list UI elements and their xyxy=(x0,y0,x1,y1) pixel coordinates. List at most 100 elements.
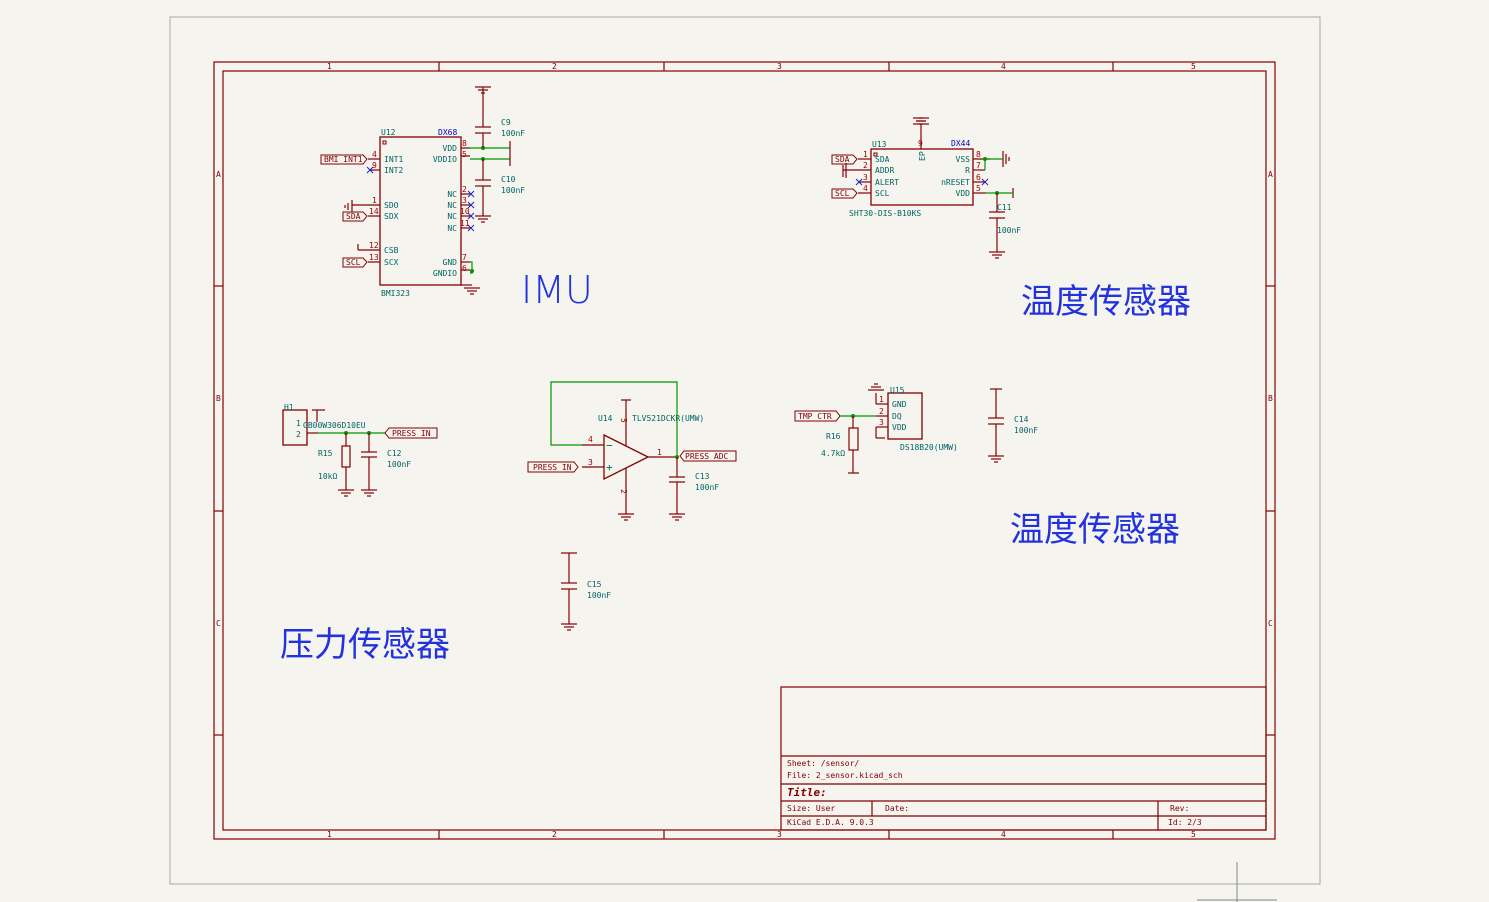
global-label-press-in[interactable]: PRESS_IN xyxy=(384,427,438,439)
capacitor-c14[interactable]: C14 100nF xyxy=(987,388,1038,463)
svg-text:14: 14 xyxy=(369,207,379,216)
global-label-scl[interactable]: SCL xyxy=(342,257,368,268)
component-u13[interactable]: U13 DX44 SHT30-DIS-B10KS 1 2 3 4 SDA ADD… xyxy=(842,117,1014,218)
capacitor-c15[interactable]: C15 100nF xyxy=(560,552,611,631)
pin-name: NC xyxy=(447,201,457,210)
column-marker: 3 xyxy=(777,830,782,839)
svg-text:SCL: SCL xyxy=(835,189,850,198)
svg-text:13: 13 xyxy=(369,253,379,262)
pin-name: CSB xyxy=(384,246,399,255)
global-label-press-adc[interactable]: PRESS_ADC xyxy=(679,450,737,462)
svg-text:3: 3 xyxy=(863,173,868,182)
component-u12[interactable]: U12 DX68 BMI323 4 9 1 14 12 13 INT1 INT2… xyxy=(344,128,511,298)
title-block: Sheet: /sensor/ File: 2_sensor.kicad_sch… xyxy=(780,686,1267,831)
svg-text:8: 8 xyxy=(462,139,467,148)
svg-text:1: 1 xyxy=(296,419,301,428)
svg-text:PRESS_IN: PRESS_IN xyxy=(392,429,431,438)
column-marker: 3 xyxy=(777,62,782,71)
svg-text:GND: GND xyxy=(892,400,907,409)
global-label-press-in-opamp[interactable]: PRESS_IN xyxy=(527,461,579,473)
svg-text:5: 5 xyxy=(619,418,628,423)
svg-text:U15: U15 xyxy=(890,386,905,395)
sheet-frame: 1 2 3 4 5 1 2 3 4 5 A B C A B C xyxy=(213,61,1276,840)
pin-name: NC xyxy=(447,190,457,199)
svg-text:SHT30-DIS-B10KS: SHT30-DIS-B10KS xyxy=(849,209,921,218)
svg-text:U13: U13 xyxy=(872,140,887,149)
global-label-sda[interactable]: SDA xyxy=(342,211,368,222)
svg-text:9: 9 xyxy=(372,161,377,170)
pin-name: VDD xyxy=(443,144,458,153)
svg-text:+: + xyxy=(606,461,613,474)
svg-text:100nF: 100nF xyxy=(501,129,525,138)
page-outline xyxy=(169,16,1321,885)
svg-text:2: 2 xyxy=(619,489,628,494)
svg-text:10: 10 xyxy=(460,207,470,216)
section-title-imu: IMU xyxy=(521,268,593,312)
svg-text:BMI_INT1: BMI_INT1 xyxy=(324,155,363,164)
capacitor-c12[interactable]: C12 100nF xyxy=(360,433,411,497)
svg-text:7: 7 xyxy=(462,253,467,262)
capacitor-c10[interactable]: C10 100nF xyxy=(474,159,525,223)
svg-text:100nF: 100nF xyxy=(1014,426,1038,435)
opamp-u14[interactable]: U14 TLV521DCKR(UMW) − + 4 3 1 5 2 xyxy=(550,381,704,521)
svg-text:5: 5 xyxy=(462,150,467,159)
svg-text:VSS: VSS xyxy=(956,155,971,164)
svg-text:7: 7 xyxy=(976,161,981,170)
section-title-pressure: 压力传感器 xyxy=(280,625,450,665)
svg-text:VDD: VDD xyxy=(892,423,907,432)
svg-text:100nF: 100nF xyxy=(695,483,719,492)
resistor-r15[interactable]: R15 10kΩ xyxy=(318,433,355,497)
svg-text:12: 12 xyxy=(369,241,379,250)
svg-text:1: 1 xyxy=(372,196,377,205)
row-marker: B xyxy=(216,394,221,403)
resistor-r16[interactable]: R16 4.7kΩ xyxy=(821,416,859,474)
svg-text:6: 6 xyxy=(976,173,981,182)
svg-text:TMP_CTR: TMP_CTR xyxy=(798,412,832,421)
connector-h1[interactable]: H1 1 2 GB00W306D10EU xyxy=(282,403,385,446)
row-marker: C xyxy=(1268,619,1273,628)
rev-field: Rev: xyxy=(1170,804,1189,813)
svg-text:TLV521DCKR(UMW): TLV521DCKR(UMW) xyxy=(632,414,704,423)
part-value: BMI323 xyxy=(381,289,410,298)
global-label-tmp-ctr[interactable]: TMP_CTR xyxy=(794,410,841,422)
svg-text:11: 11 xyxy=(460,219,470,228)
svg-text:8: 8 xyxy=(976,150,981,159)
svg-text:1: 1 xyxy=(863,150,868,159)
column-marker: 4 xyxy=(1001,830,1006,839)
pin-name: SDO xyxy=(384,201,399,210)
svg-text:U14: U14 xyxy=(598,414,613,423)
pin-name: NC xyxy=(447,224,457,233)
pin-name: NC xyxy=(447,212,457,221)
svg-text:SDA: SDA xyxy=(835,155,850,164)
svg-text:2: 2 xyxy=(863,161,868,170)
capacitor-c9[interactable]: C9 100nF xyxy=(474,86,525,148)
svg-text:100nF: 100nF xyxy=(501,186,525,195)
capacitor-c13[interactable]: C13 100nF xyxy=(668,457,719,521)
column-marker: 2 xyxy=(552,830,557,839)
global-label-scl-u13[interactable]: SCL xyxy=(831,188,858,199)
date-field: Date: xyxy=(885,804,909,813)
svg-text:DS18B20(UMW): DS18B20(UMW) xyxy=(900,443,958,452)
svg-text:R16: R16 xyxy=(826,432,841,441)
svg-text:C14: C14 xyxy=(1014,415,1029,424)
svg-text:4: 4 xyxy=(863,184,868,193)
svg-text:R15: R15 xyxy=(318,449,333,458)
svg-text:C15: C15 xyxy=(587,580,602,589)
column-marker: 5 xyxy=(1191,62,1196,71)
row-marker: A xyxy=(1268,170,1273,179)
capacitor-c11[interactable]: C11 100nF xyxy=(988,193,1021,259)
svg-text:C13: C13 xyxy=(695,472,710,481)
component-u15[interactable]: U15 DS18B20(UMW) 1 2 3 GND DQ VDD xyxy=(840,383,958,452)
id-field: Id: 2/3 xyxy=(1168,818,1202,827)
row-marker: B xyxy=(1268,394,1273,403)
file-name: File: 2_sensor.kicad_sch xyxy=(787,771,903,780)
svg-text:C11: C11 xyxy=(997,203,1012,212)
column-marker: 4 xyxy=(1001,62,1006,71)
global-label-bmi-int1[interactable]: BMI_INT1 xyxy=(320,154,368,165)
svg-text:100nF: 100nF xyxy=(387,460,411,469)
svg-text:ALERT: ALERT xyxy=(875,178,899,187)
global-label-sda-u13[interactable]: SDA xyxy=(831,154,858,165)
svg-text:100nF: 100nF xyxy=(997,226,1021,235)
column-marker: 1 xyxy=(327,62,332,71)
